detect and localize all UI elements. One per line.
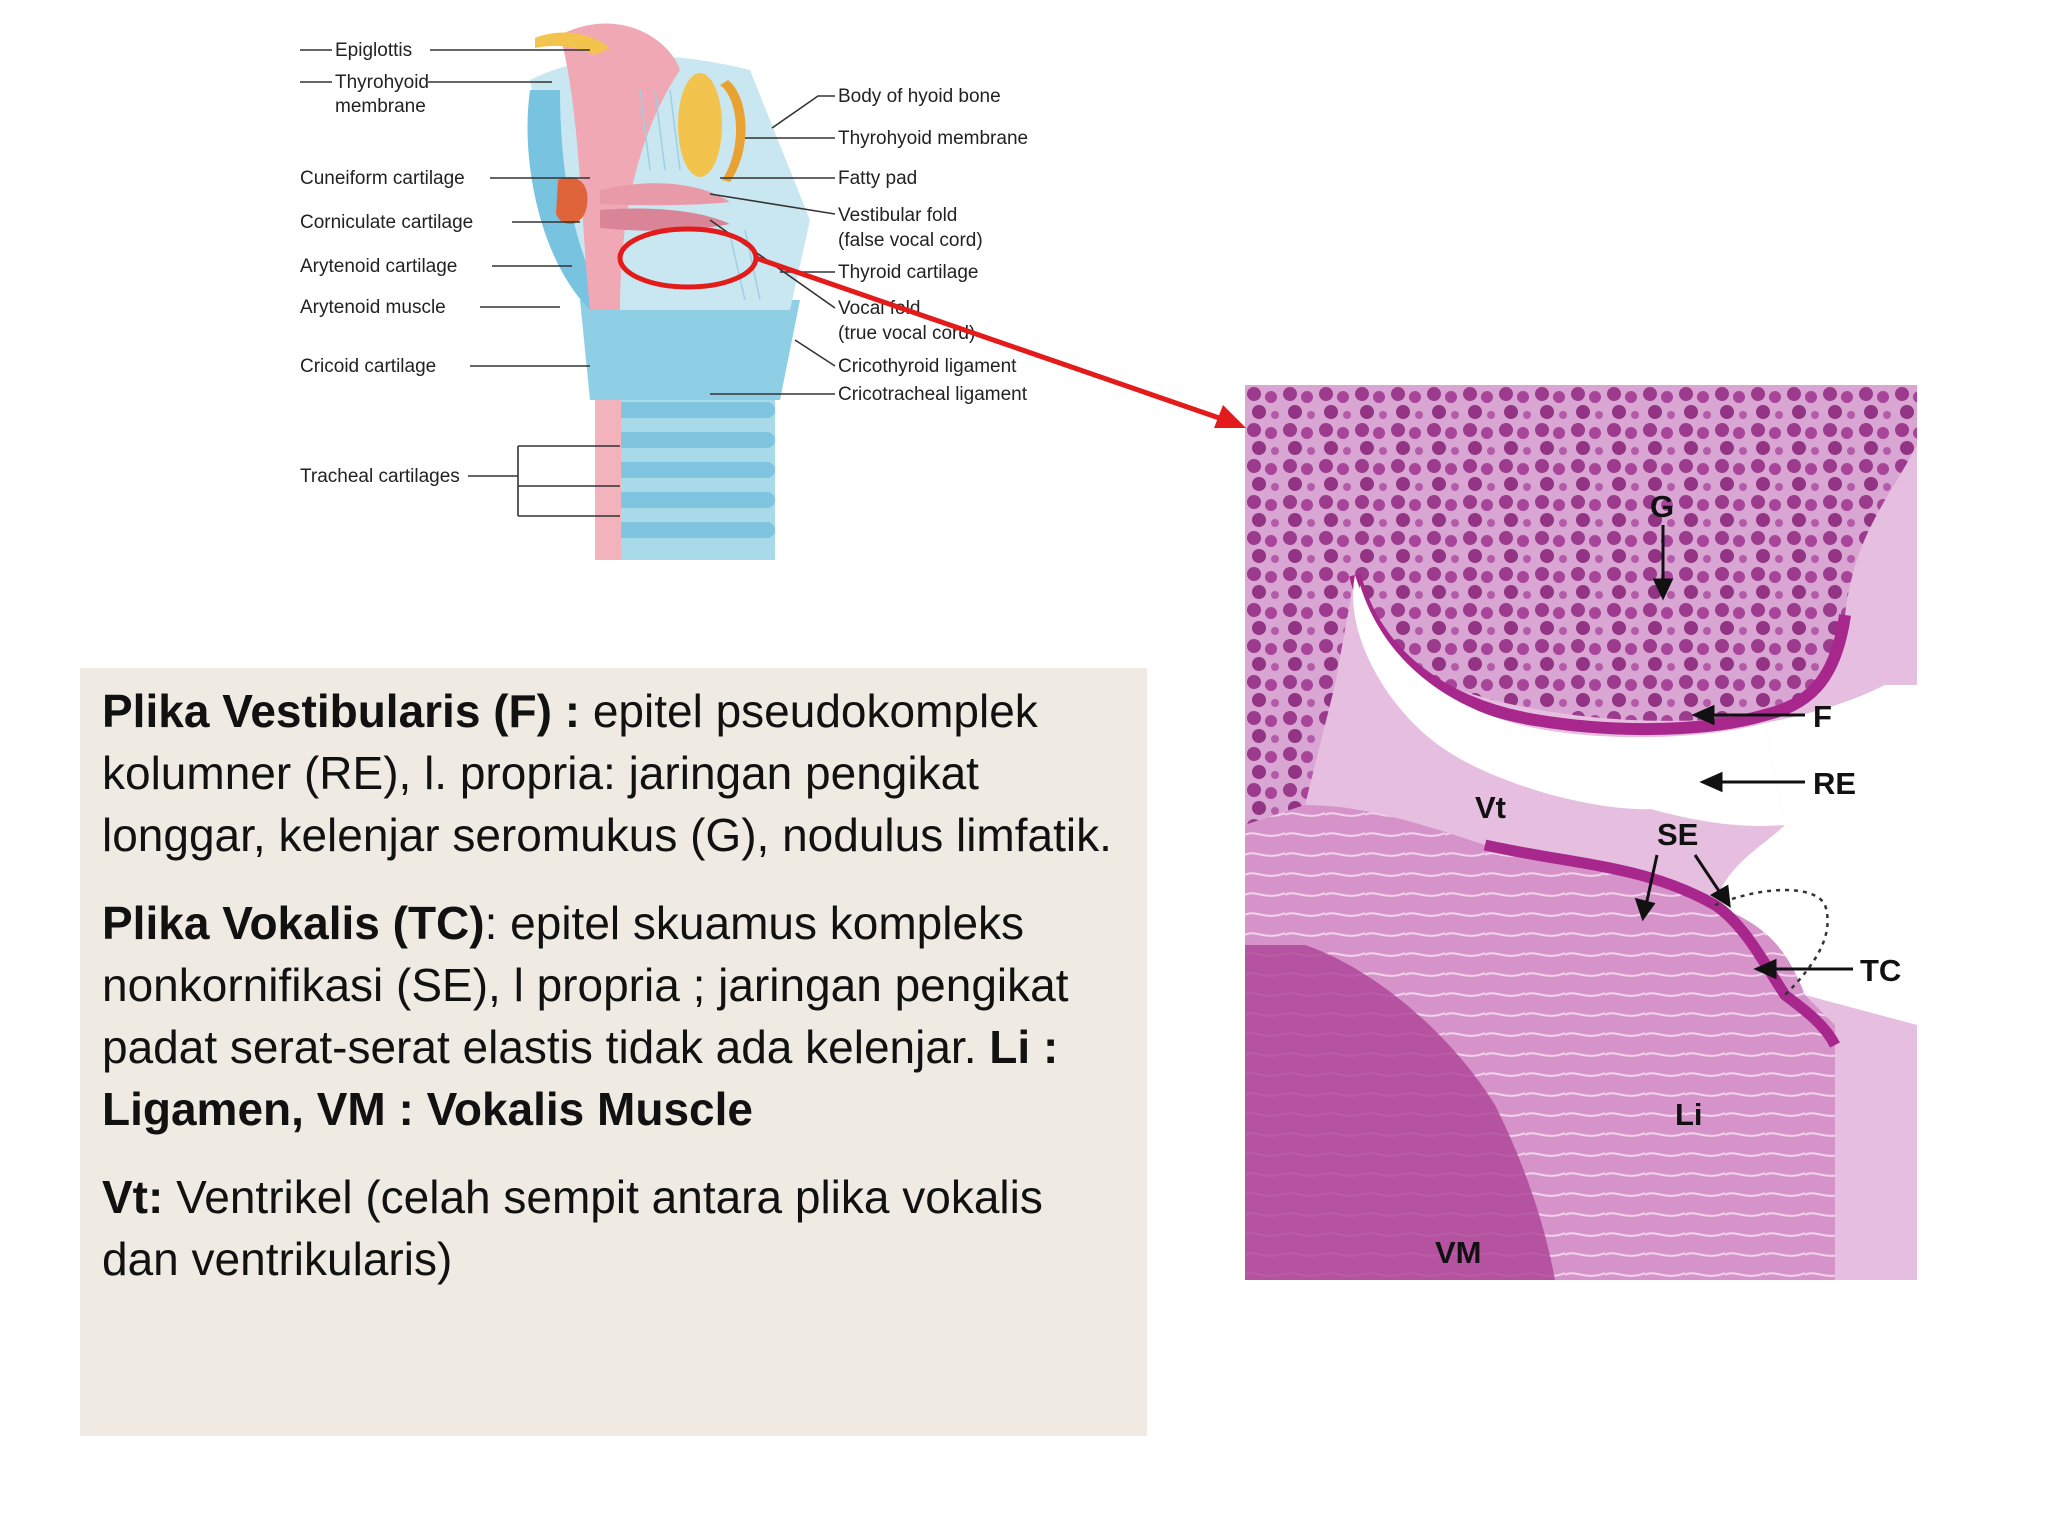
paragraph-plika-vokalis: Plika Vokalis (TC): epitel skuamus kompl…: [102, 892, 1125, 1140]
cricoid-cartilage-shape: [580, 300, 800, 400]
arytenoid-cartilage-shape: [556, 177, 588, 225]
label-se-squamous-epithelium: SE: [1657, 817, 1698, 852]
label-thyrohyoid-membrane-left-2: membrane: [335, 96, 426, 117]
leader-lines-left: [300, 49, 620, 517]
label-g-seromucous-gland: G: [1650, 489, 1674, 524]
vocal-fold-shape: [600, 208, 730, 231]
label-li-ligament: Li: [1675, 1097, 1703, 1132]
label-cricoid-cartilage: Cricoid cartilage: [300, 356, 436, 377]
label-cuneiform-cartilage: Cuneiform cartilage: [300, 168, 465, 189]
callout-arrowhead: [1214, 405, 1246, 428]
heading-plika-vokalis: Plika Vokalis (TC): [102, 897, 485, 949]
label-vocal-fold-1: Vocal fold: [838, 298, 920, 319]
heading-vt: Vt:: [102, 1171, 164, 1223]
larynx-anatomy-illustration: Epiglottis Thyrohyoid membrane Cuneiform…: [300, 23, 1028, 560]
glottis-lumen: [1715, 685, 1917, 1025]
label-vestibular-fold-2: (false vocal cord): [838, 230, 983, 251]
label-body-of-hyoid-bone: Body of hyoid bone: [838, 86, 1001, 107]
hyoid-bone-shape: [720, 80, 746, 182]
label-arytenoid-cartilage: Arytenoid cartilage: [300, 256, 457, 277]
label-cricothyroid-ligament: Cricothyroid ligament: [838, 356, 1017, 377]
label-re-respiratory-epithelium: RE: [1813, 766, 1856, 801]
epiglottis-tip: [535, 32, 610, 55]
fatty-pad-shape: [678, 73, 722, 177]
lumen-upper-gap: [1359, 585, 1785, 826]
vestibular-fold-epithelium: [1349, 573, 1851, 736]
vocalis-muscle-region: [1245, 945, 1555, 1280]
text-ventrikel: Ventrikel (celah sempit antara plika vok…: [102, 1171, 1043, 1285]
label-f-vestibular-fold: F: [1813, 699, 1832, 734]
paragraph-ventrikel: Vt: Ventrikel (celah sempit antara plika…: [102, 1166, 1125, 1290]
vestibular-fold-shape: [600, 183, 730, 206]
label-tracheal-cartilages: Tracheal cartilages: [300, 466, 460, 487]
histology-micrograph: G F RE Vt SE TC Li VM: [1245, 385, 1917, 1280]
label-vm-vocalis-muscle: VM: [1435, 1235, 1482, 1270]
label-tc-vocal-fold: TC: [1860, 953, 1901, 988]
label-cricotracheal-ligament: Cricotracheal ligament: [838, 384, 1028, 405]
epiglottis-shape: [560, 23, 680, 310]
vocal-fold-epithelium: [1483, 839, 1840, 1048]
label-arytenoid-muscle: Arytenoid muscle: [300, 297, 446, 318]
description-box: Plika Vestibularis (F) : epitel pseudoko…: [80, 668, 1147, 1436]
label-corniculate-cartilage: Corniculate cartilage: [300, 212, 473, 233]
label-epiglottis: Epiglottis: [335, 40, 412, 61]
label-thyroid-cartilage: Thyroid cartilage: [838, 262, 978, 283]
text-plika-vestibularis: epitel pseudokomplek kolumner (RE), l. p…: [102, 685, 1112, 861]
label-thyrohyoid-membrane-right: Thyrohyoid membrane: [838, 128, 1028, 149]
tc-dotted-outline: [1714, 888, 1829, 996]
text-plika-vokalis: : epitel skuamus kompleks nonkornifikasi…: [102, 897, 1069, 1073]
histology-arrows: [1634, 525, 1853, 980]
label-fatty-pad: Fatty pad: [838, 168, 917, 189]
heading-plika-vestibularis: Plika Vestibularis (F) :: [102, 685, 581, 737]
label-vocal-fold-2: (true vocal cord): [838, 323, 975, 344]
label-thyrohyoid-membrane-left-1: Thyrohyoid: [335, 72, 429, 93]
trachea: [595, 390, 775, 560]
text-li-vm-definitions: Li : Ligamen, VM : Vokalis Muscle: [102, 1021, 1059, 1135]
label-vt-ventricle: Vt: [1475, 790, 1506, 825]
paragraph-plika-vestibularis: Plika Vestibularis (F) : epitel pseudoko…: [102, 680, 1125, 866]
label-vestibular-fold-1: Vestibular fold: [838, 205, 957, 226]
